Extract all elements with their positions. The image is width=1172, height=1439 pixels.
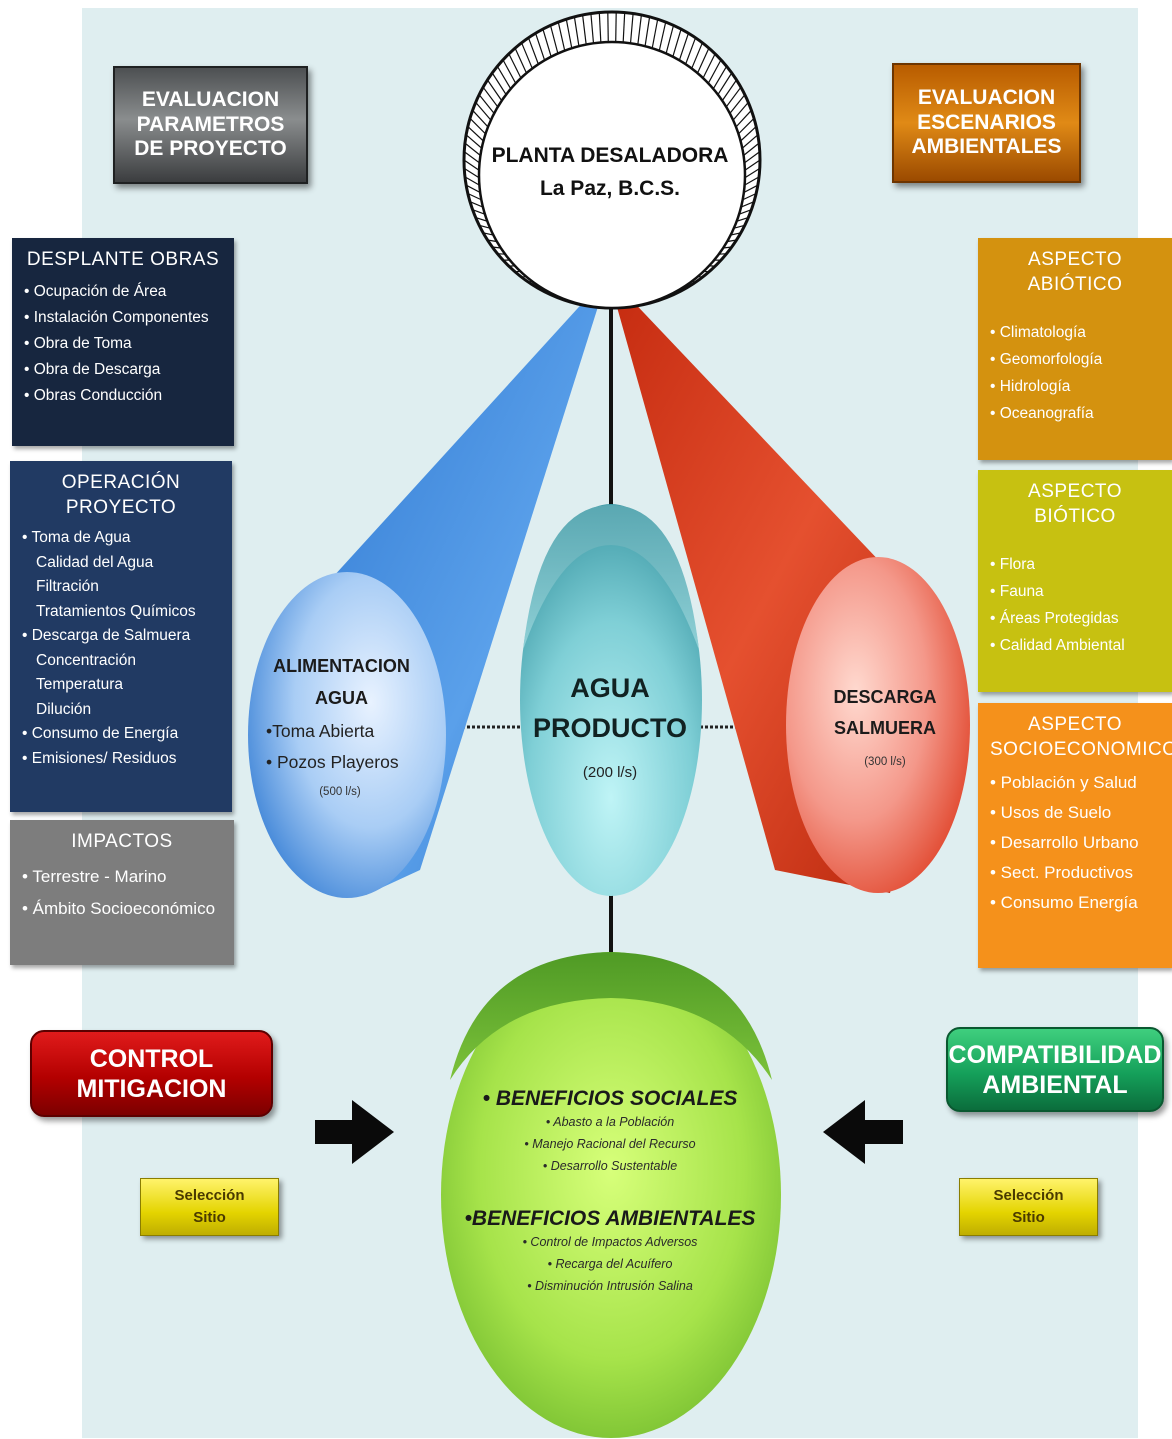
beneficios-ambientales: •BENEFICIOS AMBIENTALES • Control de Imp… bbox=[430, 1207, 790, 1297]
list-item: Filtración bbox=[36, 578, 99, 596]
list-item: • Recarga del Acuífero bbox=[547, 1257, 673, 1271]
plant-label: PLANTA DESALADORA La Paz, B.C.S. bbox=[491, 144, 729, 200]
panel-impactos: IMPACTOS • Terrestre - Marino • Ámbito S… bbox=[10, 820, 234, 965]
list-item: • Climatología bbox=[990, 324, 1086, 342]
panel-title: OPERACIÓN PROYECTO bbox=[61, 472, 181, 518]
list-item: • Control de Impactos Adversos bbox=[522, 1235, 698, 1249]
seleccion-sitio-button-right[interactable]: Selección Sitio bbox=[959, 1178, 1098, 1236]
list-item: • Desarrollo Urbano bbox=[990, 833, 1139, 853]
panel-title: IMPACTOS bbox=[71, 831, 173, 852]
control-mitigacion-button[interactable]: CONTROL MITIGACION bbox=[30, 1030, 273, 1117]
list-item: • Disminución Intrusión Salina bbox=[527, 1279, 693, 1293]
alimentacion-list: •Toma Abierta • Pozos Playeros bbox=[266, 716, 426, 778]
benefits-egg-cap bbox=[450, 952, 772, 1080]
list-item: • Sect. Productivos bbox=[990, 863, 1133, 883]
list-item: • Consumo de Energía bbox=[22, 725, 179, 743]
list-item: • Abasto a la Población bbox=[545, 1115, 675, 1129]
list-item: •Toma Abierta bbox=[266, 721, 375, 741]
panel-operacion-proyecto: OPERACIÓN PROYECTO • Toma de Agua Calida… bbox=[10, 461, 232, 812]
list-item: • Usos de Suelo bbox=[990, 803, 1112, 823]
arrow-left-icon bbox=[823, 1100, 903, 1164]
seleccion-sitio-button-left[interactable]: Selección Sitio bbox=[140, 1178, 279, 1236]
arrow-right-icon bbox=[315, 1100, 394, 1164]
header-evaluacion-escenarios: EVALUACION ESCENARIOS AMBIENTALES bbox=[892, 63, 1081, 183]
list-item: • Obras Conducción bbox=[24, 386, 163, 404]
list-item: • Obra de Descarga bbox=[24, 360, 161, 378]
product-water-egg-cap bbox=[523, 505, 699, 650]
alimentacion-rate: (500 l/s) bbox=[319, 786, 361, 798]
product-water-egg bbox=[520, 504, 702, 896]
list-item: • Obra de Toma bbox=[24, 334, 132, 352]
list-item: Tratamientos Químicos bbox=[36, 602, 196, 620]
descarga-title: DESCARGA SALMUERA bbox=[833, 687, 937, 738]
list-item: • Toma de Agua bbox=[22, 529, 131, 547]
list-item: • Descarga de Salmuera bbox=[22, 627, 191, 645]
list-item: • Pozos Playeros bbox=[266, 752, 399, 772]
list-item: Calidad del Agua bbox=[36, 553, 154, 571]
list-item: • Oceanografía bbox=[990, 405, 1094, 423]
list-item: • Hidrología bbox=[990, 378, 1071, 396]
list-item: Dilución bbox=[36, 700, 92, 718]
panel-aspecto-biotico: ASPECTO BIÓTICO • Flora • Fauna • Áreas … bbox=[978, 470, 1172, 692]
list-item: • Manejo Racional del Recurso bbox=[524, 1137, 696, 1151]
list-item: • Ocupación de Área bbox=[24, 282, 167, 300]
brine-egg bbox=[786, 557, 970, 893]
list-item: • Calidad Ambiental bbox=[990, 637, 1125, 655]
descarga-rate: (300 l/s) bbox=[864, 756, 906, 768]
panel-desplante-obras: DESPLANTE OBRAS • Ocupación de Área • In… bbox=[12, 238, 234, 446]
panel-title: ASPECTO SOCIOECONOMICO bbox=[990, 714, 1172, 760]
panel-title: ASPECTO ABIÓTICO bbox=[1027, 249, 1123, 295]
compatibilidad-ambiental-button[interactable]: COMPATIBILIDAD AMBIENTAL bbox=[946, 1027, 1164, 1112]
list-item: • Desarrollo Sustentable bbox=[542, 1159, 678, 1173]
feed-water-egg bbox=[248, 572, 446, 898]
panel-title: DESPLANTE OBRAS bbox=[26, 249, 220, 270]
list-item: Temperatura bbox=[36, 676, 124, 694]
header-evaluacion-parametros: EVALUACION PARAMETROS DE PROYECTO bbox=[113, 66, 308, 184]
beneficios-ambientales-title: •BENEFICIOS AMBIENTALES bbox=[464, 1207, 756, 1230]
list-item: • Áreas Protegidas bbox=[990, 610, 1119, 628]
list-item: • Fauna bbox=[990, 583, 1044, 601]
beneficios-sociales-title: • BENEFICIOS SOCIALES bbox=[482, 1087, 738, 1110]
list-item: • Terrestre - Marino bbox=[22, 866, 167, 886]
panel-aspecto-abiotico: ASPECTO ABIÓTICO • Climatología • Geomor… bbox=[978, 238, 1172, 460]
list-item: • Población y Salud bbox=[990, 773, 1137, 793]
benefits-egg bbox=[441, 952, 781, 1438]
list-item: • Geomorfología bbox=[990, 351, 1103, 369]
panel-title: ASPECTO BIÓTICO bbox=[1028, 481, 1122, 527]
list-item: • Ámbito Socioeconómico bbox=[22, 898, 216, 918]
alimentacion-title: ALIMENTACION AGUA bbox=[273, 656, 410, 708]
plant-circle bbox=[462, 10, 762, 310]
list-item: • Instalación Componentes bbox=[24, 308, 209, 326]
list-item: • Emisiones/ Residuos bbox=[22, 749, 177, 767]
agua-producto-title: AGUA PRODUCTO bbox=[532, 673, 687, 743]
agua-producto-rate: (200 l/s) bbox=[582, 764, 638, 781]
beneficios-sociales: • BENEFICIOS SOCIALES • Abasto a la Pobl… bbox=[440, 1087, 780, 1177]
list-item: • Consumo Energía bbox=[990, 893, 1138, 913]
list-item: Concentración bbox=[36, 651, 136, 669]
panel-aspecto-socioeconomico: ASPECTO SOCIOECONOMICO • Población y Sal… bbox=[978, 703, 1172, 968]
list-item: • Flora bbox=[990, 556, 1036, 574]
